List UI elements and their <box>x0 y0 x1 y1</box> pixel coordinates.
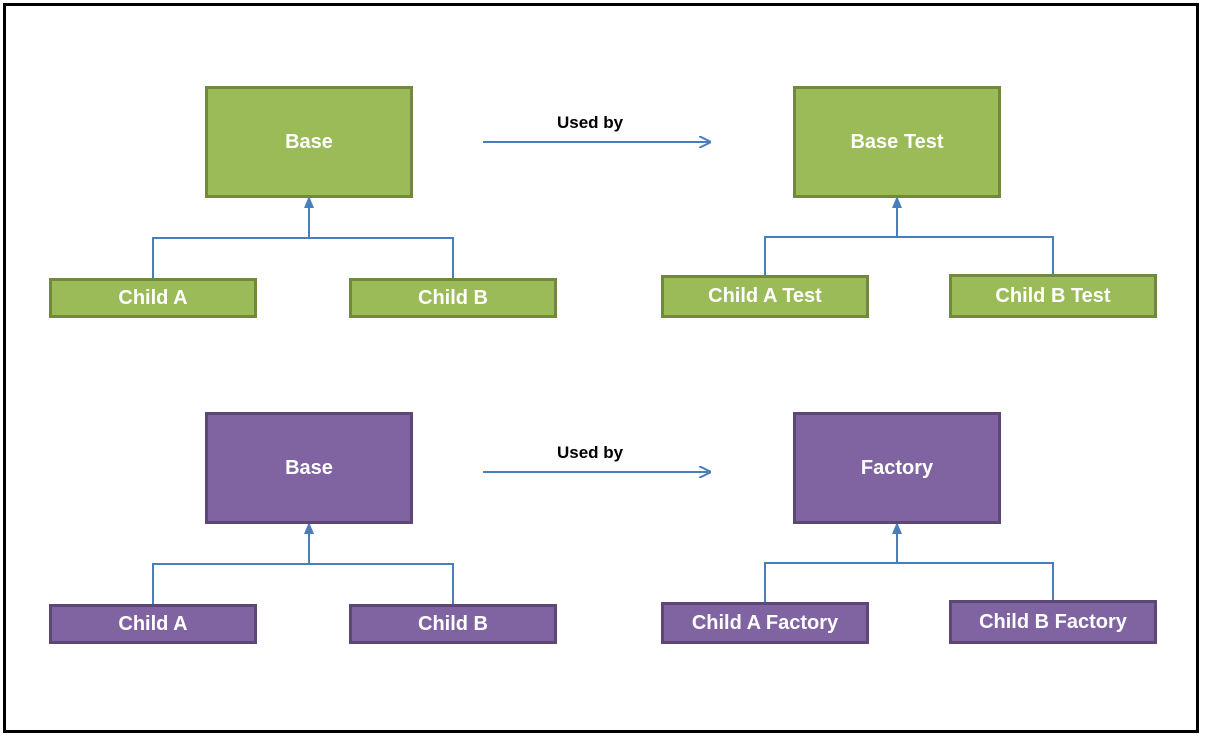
top-left-base-box: Base <box>205 86 413 198</box>
bottom-left-child-b-box: Child B <box>349 604 557 644</box>
bottom-left-child-a-box: Child A <box>49 604 257 644</box>
bottom-right-factory-label: Factory <box>860 456 934 479</box>
bottom-right-factory-box: Factory <box>793 412 1001 524</box>
top-right-child-a-test-label: Child A Test <box>708 285 822 307</box>
bottom-right-inheritance-connector <box>764 562 1054 604</box>
bottom-left-base-box: Base <box>205 412 413 524</box>
top-left-child-b-box: Child B <box>349 278 557 318</box>
bottom-left-child-a-label: Child A <box>118 612 188 635</box>
bottom-right-child-b-factory-box: Child B Factory <box>949 600 1157 644</box>
top-right-base-test-label: Base Test <box>850 130 944 153</box>
bottom-used-by-label: Used by <box>557 443 624 462</box>
top-right-child-b-test-label: Child B Test <box>995 284 1111 307</box>
bottom-right-child-a-factory-label: Child A Factory <box>691 611 839 634</box>
top-right-child-b-test-box: Child B Test <box>949 274 1157 318</box>
bottom-left-base-label: Base <box>285 456 333 479</box>
bottom-right-child-b-factory-label: Child B Factory <box>979 610 1127 633</box>
bottom-left-child-b-label: Child B <box>418 612 488 635</box>
bottom-left-inheritance-connector <box>152 563 454 606</box>
top-right-base-test-box: Base Test <box>793 86 1001 198</box>
top-left-base-label: Base <box>285 130 333 153</box>
top-right-inheritance-connector <box>764 236 1054 277</box>
bottom-right-child-a-factory-box: Child A Factory <box>661 602 869 644</box>
top-left-inheritance-connector <box>152 237 454 280</box>
top-left-child-b-label: Child B <box>418 286 488 309</box>
top-right-child-a-test-box: Child A Test <box>661 275 869 318</box>
top-used-by-label: Used by <box>557 113 624 132</box>
top-left-child-a-box: Child A <box>49 278 257 318</box>
top-left-child-a-label: Child A <box>118 286 188 309</box>
